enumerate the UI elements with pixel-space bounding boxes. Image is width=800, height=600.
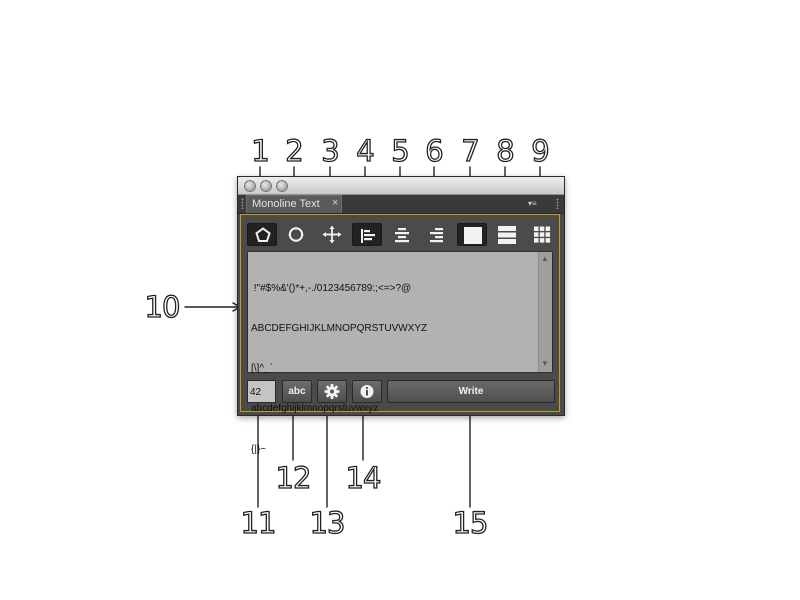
settings-button[interactable] bbox=[317, 380, 347, 403]
rows-icon bbox=[498, 226, 516, 244]
info-button[interactable] bbox=[352, 380, 382, 403]
callout-15: 15 bbox=[452, 506, 489, 540]
scroll-up-icon[interactable]: ▲ bbox=[541, 254, 549, 263]
arrow-15 bbox=[465, 405, 475, 508]
callout-13: 13 bbox=[309, 506, 346, 540]
callout-12: 12 bbox=[275, 461, 312, 495]
pentagon-icon bbox=[255, 227, 271, 242]
tab-close-icon[interactable]: × bbox=[332, 197, 339, 209]
text-line: ABCDEFGHIJKLMNOPQRSTUVWXYZ bbox=[251, 323, 428, 335]
text-line: !"#$%&'()*+,-./0123456789:;<=>?@ bbox=[251, 282, 412, 294]
tab-title: Monoline Text bbox=[252, 198, 320, 210]
write-button[interactable]: Write bbox=[387, 380, 555, 403]
align-center-button[interactable] bbox=[387, 223, 417, 246]
align-left-icon bbox=[361, 229, 375, 243]
scroll-down-icon[interactable]: ▼ bbox=[541, 359, 549, 368]
text-line: abcdefghijklmnopqrstuvwxyz bbox=[251, 403, 379, 415]
abc-button[interactable]: abc bbox=[282, 380, 312, 403]
callout-4: 4 bbox=[356, 134, 376, 168]
text-line: [\]^_` bbox=[251, 363, 273, 375]
callout-1: 1 bbox=[251, 134, 271, 168]
size-input[interactable] bbox=[247, 380, 276, 403]
tab-monoline-text[interactable]: Monoline Text × bbox=[246, 195, 342, 213]
pentagon-tool-button[interactable] bbox=[247, 223, 277, 246]
callout-3: 3 bbox=[321, 134, 341, 168]
move-tool-button[interactable] bbox=[317, 223, 347, 246]
callout-7: 7 bbox=[461, 134, 481, 168]
text-content: !"#$%&'()*+,-./0123456789:;<=>?@ ABCDEFG… bbox=[251, 255, 427, 483]
abc-label: abc bbox=[288, 386, 306, 397]
circle-icon bbox=[288, 227, 304, 242]
callout-14: 14 bbox=[345, 461, 382, 495]
align-left-button[interactable] bbox=[352, 223, 382, 246]
minimize-window-button[interactable] bbox=[260, 180, 272, 192]
grid-layout-button[interactable] bbox=[527, 223, 557, 246]
single-block-icon bbox=[464, 227, 482, 244]
text-input-area[interactable]: !"#$%&'()*+,-./0123456789:;<=>?@ ABCDEFG… bbox=[247, 251, 553, 455]
panel-menu-icon[interactable]: ▾≡ bbox=[528, 199, 537, 208]
grid-icon bbox=[534, 226, 551, 243]
move-arrows-icon bbox=[322, 225, 342, 244]
align-center-icon bbox=[395, 228, 409, 243]
panel-titlebar[interactable] bbox=[238, 177, 564, 195]
rows-layout-button[interactable] bbox=[492, 223, 522, 246]
single-block-button[interactable] bbox=[457, 223, 487, 246]
grip-icon[interactable] bbox=[241, 198, 244, 209]
align-right-icon bbox=[430, 228, 443, 243]
vertical-scrollbar[interactable]: ▲ ▼ bbox=[538, 252, 552, 372]
grip-icon[interactable] bbox=[556, 198, 559, 209]
callout-5: 5 bbox=[391, 134, 411, 168]
info-icon bbox=[360, 385, 374, 398]
circle-tool-button[interactable] bbox=[281, 223, 311, 246]
gear-icon bbox=[324, 384, 340, 399]
callout-11: 11 bbox=[240, 506, 277, 540]
arrow-10 bbox=[184, 302, 241, 312]
zoom-window-button[interactable] bbox=[276, 180, 288, 192]
panel-content: !"#$%&'()*+,-./0123456789:;<=>?@ ABCDEFG… bbox=[240, 214, 560, 455]
callout-8: 8 bbox=[496, 134, 516, 168]
callout-6: 6 bbox=[425, 134, 445, 168]
monoline-text-panel: Monoline Text × ▾≡ bbox=[237, 176, 565, 455]
callout-9: 9 bbox=[531, 134, 551, 168]
close-window-button[interactable] bbox=[244, 180, 256, 192]
text-line: {|}~ bbox=[251, 443, 267, 455]
callout-2: 2 bbox=[285, 134, 305, 168]
callout-10: 10 bbox=[144, 290, 181, 324]
align-right-button[interactable] bbox=[421, 223, 451, 246]
tab-row: Monoline Text × ▾≡ bbox=[238, 195, 564, 214]
